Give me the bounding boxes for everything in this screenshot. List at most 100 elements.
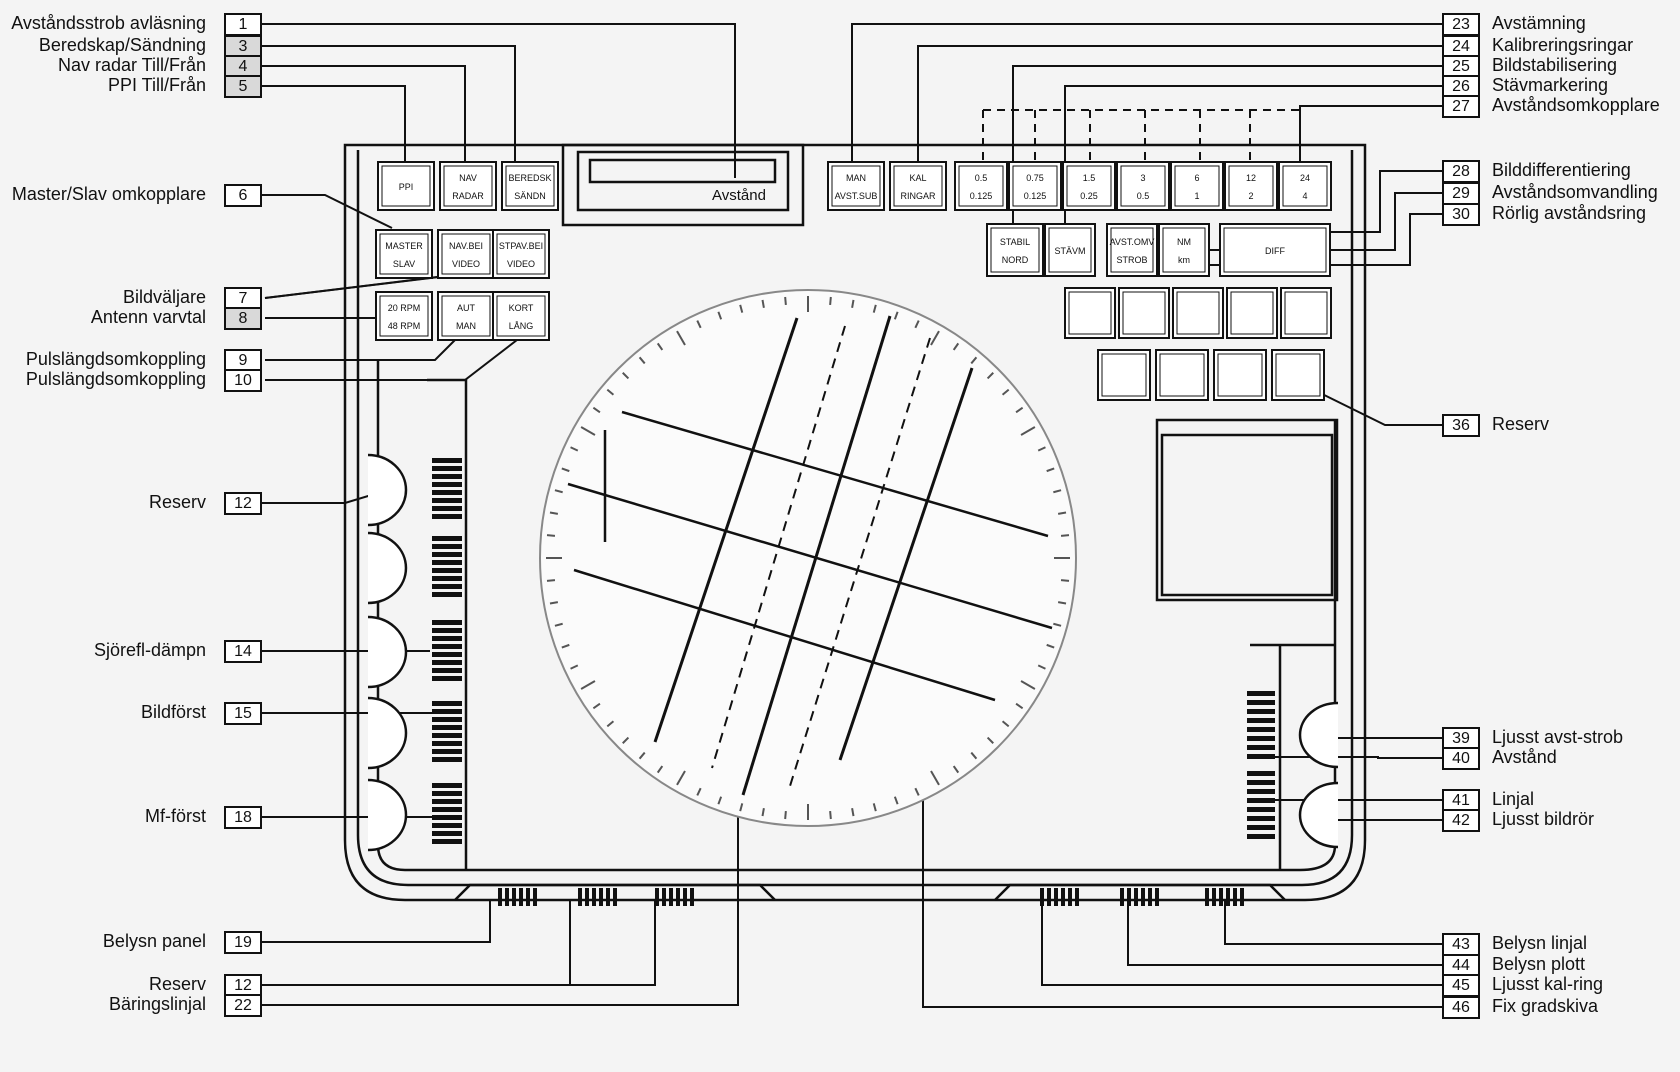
man-avst-button[interactable]: MAN AVST.SUB [827, 161, 885, 211]
bottom-slider[interactable] [1205, 888, 1244, 906]
callout-number: 5 [224, 75, 262, 98]
reserve-button[interactable] [1226, 287, 1278, 339]
callout-number: 42 [1442, 809, 1480, 832]
svg-text:AVST.OMV: AVST.OMV [1110, 237, 1155, 247]
diff-button[interactable]: DIFF [1219, 223, 1331, 277]
reserve-button[interactable] [1097, 349, 1151, 401]
knob[interactable] [367, 531, 408, 605]
svg-text:AUT: AUT [457, 303, 476, 313]
slider[interactable] [432, 536, 462, 597]
knob[interactable] [1298, 701, 1339, 769]
knob[interactable] [367, 696, 408, 770]
beredsk-sandn-button[interactable]: BEREDSK SÄNDN [501, 161, 559, 211]
svg-text:MAN: MAN [456, 321, 476, 331]
callout-label: Avståndsomkopplare [1492, 95, 1660, 115]
reserve-button[interactable] [1118, 287, 1170, 339]
callout-number: 28 [1442, 160, 1480, 183]
svg-text:MAN: MAN [846, 173, 866, 183]
svg-text:0.5: 0.5 [1137, 191, 1150, 201]
bottom-slider[interactable] [498, 888, 537, 906]
svg-text:SÄNDN: SÄNDN [514, 191, 546, 201]
range-button-0.75[interactable]: 0.75 0.125 [1008, 161, 1062, 211]
range-button-6[interactable]: 61 [1170, 161, 1224, 211]
slider[interactable] [432, 783, 462, 844]
svg-text:0.125: 0.125 [1024, 191, 1047, 201]
callout-number: 25 [1442, 55, 1480, 78]
callout-label: Belysn linjal [1492, 933, 1588, 953]
svg-text:4: 4 [1302, 191, 1307, 201]
callout-label: Sjörefl-dämpn [93, 640, 206, 660]
knob[interactable] [367, 778, 408, 852]
svg-text:NORD: NORD [1002, 255, 1029, 265]
range-button-3[interactable]: 30.5 [1116, 161, 1170, 211]
reserve-button[interactable] [1155, 349, 1209, 401]
svg-text:RADAR: RADAR [452, 191, 484, 201]
reserve-button[interactable] [1280, 287, 1332, 339]
callout-label: Pulslängdsomkoppling [25, 349, 206, 369]
knob[interactable] [367, 453, 408, 527]
bottom-slider[interactable] [655, 888, 694, 906]
svg-text:KORT: KORT [509, 303, 534, 313]
range-button-1.5[interactable]: 1.50.25 [1062, 161, 1116, 211]
callout-label: Bildväljare [122, 287, 206, 307]
range-button-24[interactable]: 244 [1278, 161, 1332, 211]
reserve-button[interactable] [1172, 287, 1224, 339]
reserve-button[interactable] [1271, 349, 1325, 401]
callout-number: 15 [224, 702, 262, 725]
svg-text:BEREDSK: BEREDSK [508, 173, 551, 183]
svg-text:20 RPM: 20 RPM [388, 303, 421, 313]
callout-number: 18 [224, 806, 262, 829]
ppi-button[interactable]: PPI [377, 161, 435, 211]
callout-number: 12 [224, 974, 262, 997]
svg-text:1.5: 1.5 [1083, 173, 1096, 183]
callout-label: Linjal [1492, 789, 1535, 809]
svg-text:NM: NM [1177, 237, 1191, 247]
callout-number: 36 [1442, 414, 1480, 437]
slider[interactable] [432, 458, 462, 519]
range-button-12[interactable]: 122 [1224, 161, 1278, 211]
slider[interactable] [1247, 691, 1275, 759]
svg-text:SLAV: SLAV [393, 259, 415, 269]
svg-text:km: km [1178, 255, 1190, 265]
svg-text:0.75: 0.75 [1026, 173, 1044, 183]
svg-text:VIDEO: VIDEO [507, 259, 535, 269]
aut-man-button[interactable]: AUT MAN [437, 291, 495, 341]
range-button-0.5[interactable]: 0.50.125 [954, 161, 1008, 211]
bottom-slider[interactable] [1040, 888, 1079, 906]
callout-label: Pulslängdsomkoppling [25, 369, 206, 389]
knob[interactable] [1298, 781, 1339, 849]
callout-label: Mf-först [145, 806, 206, 826]
slider[interactable] [432, 620, 462, 681]
reserve-button[interactable] [1213, 349, 1267, 401]
svg-text:3: 3 [1140, 173, 1145, 183]
reserve-button[interactable] [1064, 287, 1116, 339]
callout-label: Avstämning [1492, 13, 1586, 33]
svg-text:6: 6 [1194, 173, 1199, 183]
range-display-label: Avstånd [712, 187, 766, 204]
slider[interactable] [1247, 771, 1275, 839]
callout-label: Reserv [148, 492, 206, 512]
svg-text:AVST.SUB: AVST.SUB [835, 191, 878, 201]
ppi-screen [539, 289, 1077, 827]
stavm-button[interactable]: STÄVM [1044, 223, 1096, 277]
svg-text:0.125: 0.125 [970, 191, 993, 201]
bottom-slider[interactable] [578, 888, 617, 906]
callout-label: Avståndsomvandling [1492, 182, 1658, 202]
stpav-video-button[interactable]: STPAV.BEI VIDEO [492, 229, 550, 279]
callout-number: 1 [224, 13, 262, 36]
svg-text:DIFF: DIFF [1265, 246, 1285, 256]
knob[interactable] [367, 615, 408, 689]
nm-km-button[interactable]: NM km [1158, 223, 1210, 277]
callout-number: 27 [1442, 95, 1480, 118]
bottom-slider[interactable] [1120, 888, 1159, 906]
svg-text:STPAV.BEI: STPAV.BEI [499, 241, 543, 251]
slider[interactable] [432, 701, 462, 762]
